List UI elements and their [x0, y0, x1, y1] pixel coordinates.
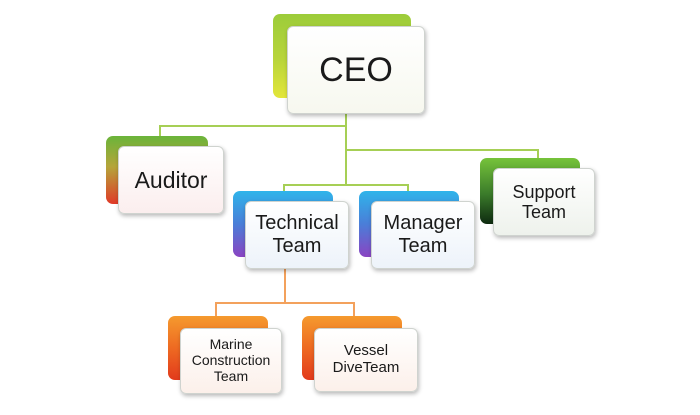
node-manager-team-label: Manager Team	[371, 201, 475, 269]
ceo-teams-line	[283, 184, 409, 193]
ceo-support-line	[346, 149, 539, 159]
node-marine-construction-team-label: Marine Construction Team	[180, 328, 282, 394]
ceo-auditor-line	[159, 125, 346, 138]
node-auditor-label: Auditor	[118, 146, 224, 214]
node-support-team-label: Support Team	[493, 168, 595, 236]
node-ceo-label: CEO	[287, 26, 425, 114]
node-vessel-diveteam-label: Vessel DiveTeam	[314, 328, 418, 392]
technical-children-line	[215, 302, 355, 318]
node-technical-team-label: Technical Team	[245, 201, 349, 269]
